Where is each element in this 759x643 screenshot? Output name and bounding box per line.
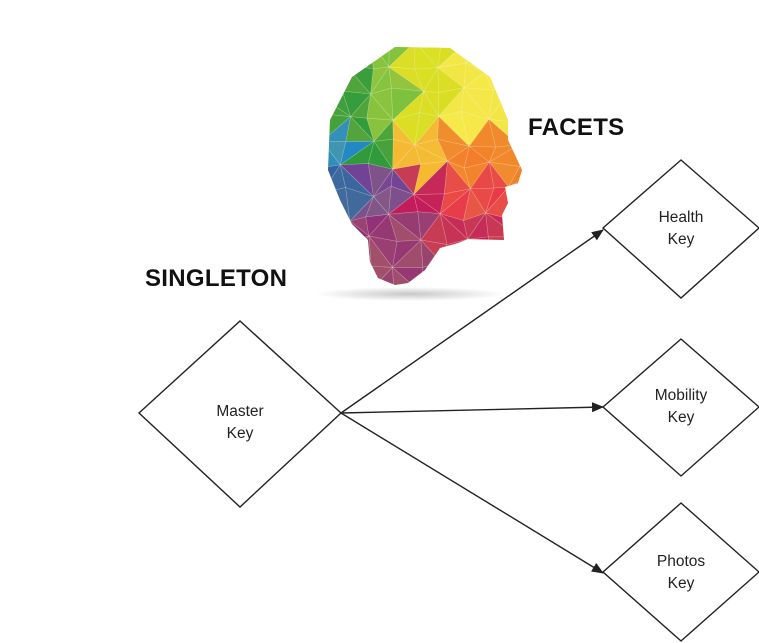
node-master-label-line1: Master	[216, 403, 263, 420]
head-facet	[367, 140, 394, 170]
singleton-heading: SINGLETON	[145, 265, 288, 292]
head-facet	[387, 66, 425, 93]
polygonal-head-icon	[315, 47, 522, 301]
node-photos-key: Photos Key	[601, 502, 759, 642]
head-facet	[345, 187, 375, 222]
node-photos-label-line1: Photos	[657, 553, 706, 570]
head-facet	[344, 47, 372, 66]
head-facet	[328, 187, 351, 222]
head-facet	[440, 213, 469, 241]
head-facet	[507, 185, 522, 213]
head-facet	[487, 236, 520, 273]
head-facet	[463, 145, 490, 169]
head-facet	[328, 240, 345, 264]
head-facet	[518, 236, 522, 273]
head-facet	[340, 235, 370, 263]
head-facet	[414, 112, 440, 146]
facets-heading: FACETS	[528, 114, 625, 141]
head-facet	[437, 86, 465, 117]
head-facet	[366, 93, 394, 121]
head-facet	[414, 144, 449, 165]
edge-master-to-health	[340, 229, 604, 414]
head-facet	[511, 62, 522, 88]
head-facet	[392, 239, 422, 269]
head-facet	[328, 217, 351, 242]
head-facet	[343, 235, 372, 267]
head-facet	[463, 187, 487, 221]
node-mobility-label-line1: Mobility	[655, 387, 708, 404]
head-facet	[467, 212, 489, 240]
head-facet	[460, 111, 490, 148]
head-facet	[484, 47, 520, 73]
head-facet	[328, 63, 346, 99]
head-facet	[515, 235, 522, 274]
node-health-label-line1: Health	[659, 209, 704, 226]
head-facet	[488, 161, 521, 188]
edge-master-to-photos	[340, 412, 604, 574]
head-facet	[511, 65, 522, 98]
head-facet	[328, 220, 351, 243]
head-facet	[392, 163, 422, 196]
head-facet	[517, 143, 522, 172]
head-facet	[517, 47, 522, 68]
node-mobility-label-line2: Key	[668, 409, 695, 426]
edges	[340, 229, 604, 574]
head-facet	[366, 117, 394, 143]
head-facet	[517, 143, 522, 173]
head-facet	[467, 239, 491, 273]
edge-master-to-mobility	[340, 402, 604, 414]
head-facet	[511, 86, 522, 116]
head-facet	[341, 90, 372, 118]
head-facet	[343, 261, 370, 285]
head-facet	[470, 268, 491, 285]
head-facet	[517, 211, 522, 238]
node-health-label-line2: Key	[668, 231, 695, 248]
head-facet	[342, 260, 372, 285]
head-facet	[328, 64, 346, 99]
head-facet	[392, 266, 422, 285]
head-facet	[367, 163, 394, 198]
head-facet	[328, 47, 346, 69]
head-facet	[328, 260, 352, 285]
head-facet	[437, 115, 471, 147]
head-facet	[390, 168, 415, 196]
node-master-label-line2: Key	[227, 425, 254, 442]
head-facet	[328, 240, 345, 263]
head-facet	[489, 271, 521, 285]
head-facet	[489, 266, 521, 285]
head-facet	[328, 47, 347, 66]
head-facet	[392, 119, 416, 146]
node-master-key: Master Key	[137, 320, 343, 508]
head-facet	[328, 140, 341, 169]
head-facet	[423, 91, 440, 118]
head-facet	[388, 47, 416, 68]
head-facet	[507, 211, 522, 238]
head-facet	[507, 186, 522, 219]
head-facet	[484, 47, 520, 73]
node-mobility-key: Mobility Key	[601, 338, 759, 477]
head-facet	[489, 236, 519, 273]
head-facet	[370, 66, 390, 95]
node-health-key: Health Key	[601, 159, 759, 299]
head-facet	[507, 166, 522, 188]
head-facet	[344, 47, 374, 70]
head-facet	[437, 67, 465, 93]
head-facet	[467, 236, 491, 273]
head-facet	[328, 260, 345, 285]
node-photos-label-line2: Key	[668, 575, 695, 592]
head-facet	[518, 47, 522, 67]
